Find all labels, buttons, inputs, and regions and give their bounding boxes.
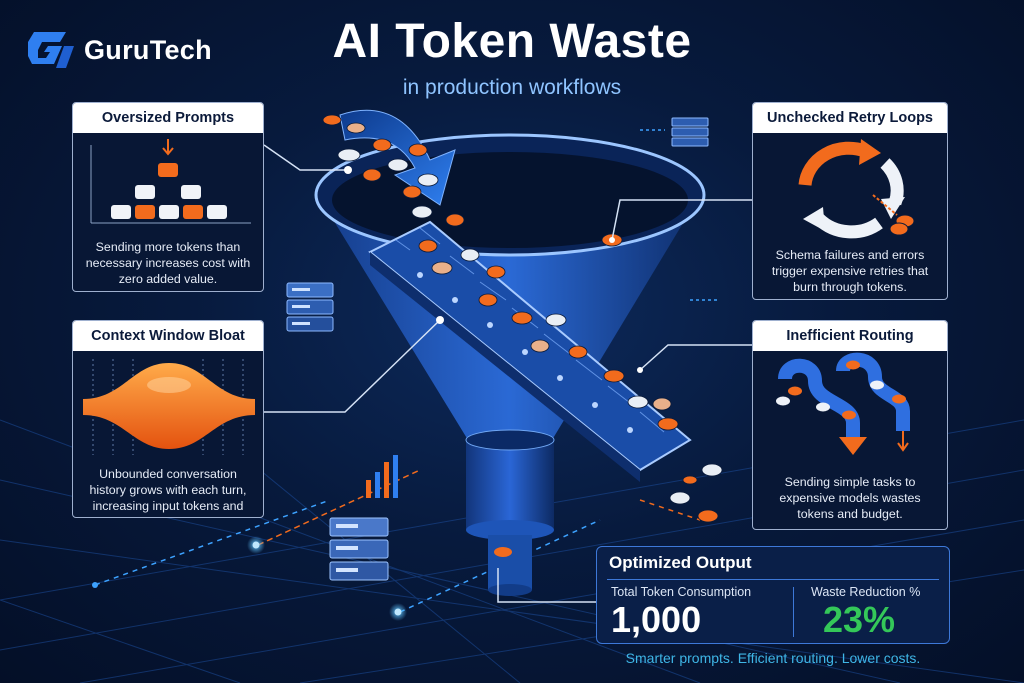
server-rack-icon — [671, 117, 709, 147]
card-context-window-bloat: Context Window Bloat Unbounded conversat… — [72, 320, 264, 518]
card-description: Unbounded conversation history grows wit… — [89, 467, 247, 517]
card-title: Unchecked Retry Loops — [753, 103, 947, 133]
routing-paths-icon — [776, 352, 910, 455]
bloat-curve-icon — [83, 359, 255, 455]
page-subtitle: in production workflows — [402, 76, 622, 99]
callout-lines — [262, 144, 752, 603]
metric-value-token-consumption: 1,000 — [611, 599, 702, 640]
metric-value-waste-reduction: 23% — [823, 599, 896, 640]
brand-logo: GuruTech — [26, 26, 246, 74]
card-unchecked-retry-loops: Unchecked Retry Loops Schema failures an… — [752, 102, 948, 300]
divider — [793, 587, 794, 637]
card-description: Schema failures and errors trigger expen… — [771, 248, 929, 294]
mini-bar-chart — [366, 455, 398, 498]
server-rack-icon — [329, 517, 389, 581]
optimized-output-panel: Optimized Output Total Token Consumption… — [596, 546, 950, 644]
card-title: Inefficient Routing — [753, 321, 947, 351]
brand-name: GuruTech — [84, 34, 212, 65]
page-title: AI Token Waste — [332, 15, 692, 68]
callout-dot — [637, 367, 643, 373]
glow-light — [92, 582, 98, 588]
callout-dot — [436, 316, 444, 324]
card-oversized-prompts: Oversized Prompts Sending more tokens th… — [72, 102, 264, 292]
token-stream — [322, 114, 723, 523]
card-description: Sending more tokens than necessary incre… — [85, 240, 251, 286]
metric-label-token-consumption: Total Token Consumption — [611, 585, 752, 599]
card-title: Oversized Prompts — [73, 103, 263, 133]
card-title: Context Window Bloat — [73, 321, 263, 351]
tagline: Smarter prompts. Efficient routing. Lowe… — [625, 650, 921, 666]
glow-light — [394, 608, 402, 616]
metric-label-waste-reduction: Waste Reduction % — [811, 585, 921, 599]
card-inefficient-routing: Inefficient Routing Sending simple tasks… — [752, 320, 948, 530]
server-rack-icon — [286, 282, 334, 332]
circular-arrows-icon — [798, 139, 915, 239]
callout-dot — [609, 237, 615, 243]
card-description: Sending simple tasks to expensive models… — [779, 475, 921, 521]
gurutech-logo-icon — [28, 32, 74, 68]
divider — [607, 579, 939, 580]
glow-light — [252, 541, 260, 549]
token-pyramid-icon — [90, 139, 251, 224]
output-title: Optimized Output — [609, 553, 752, 572]
callout-dot — [344, 166, 352, 174]
